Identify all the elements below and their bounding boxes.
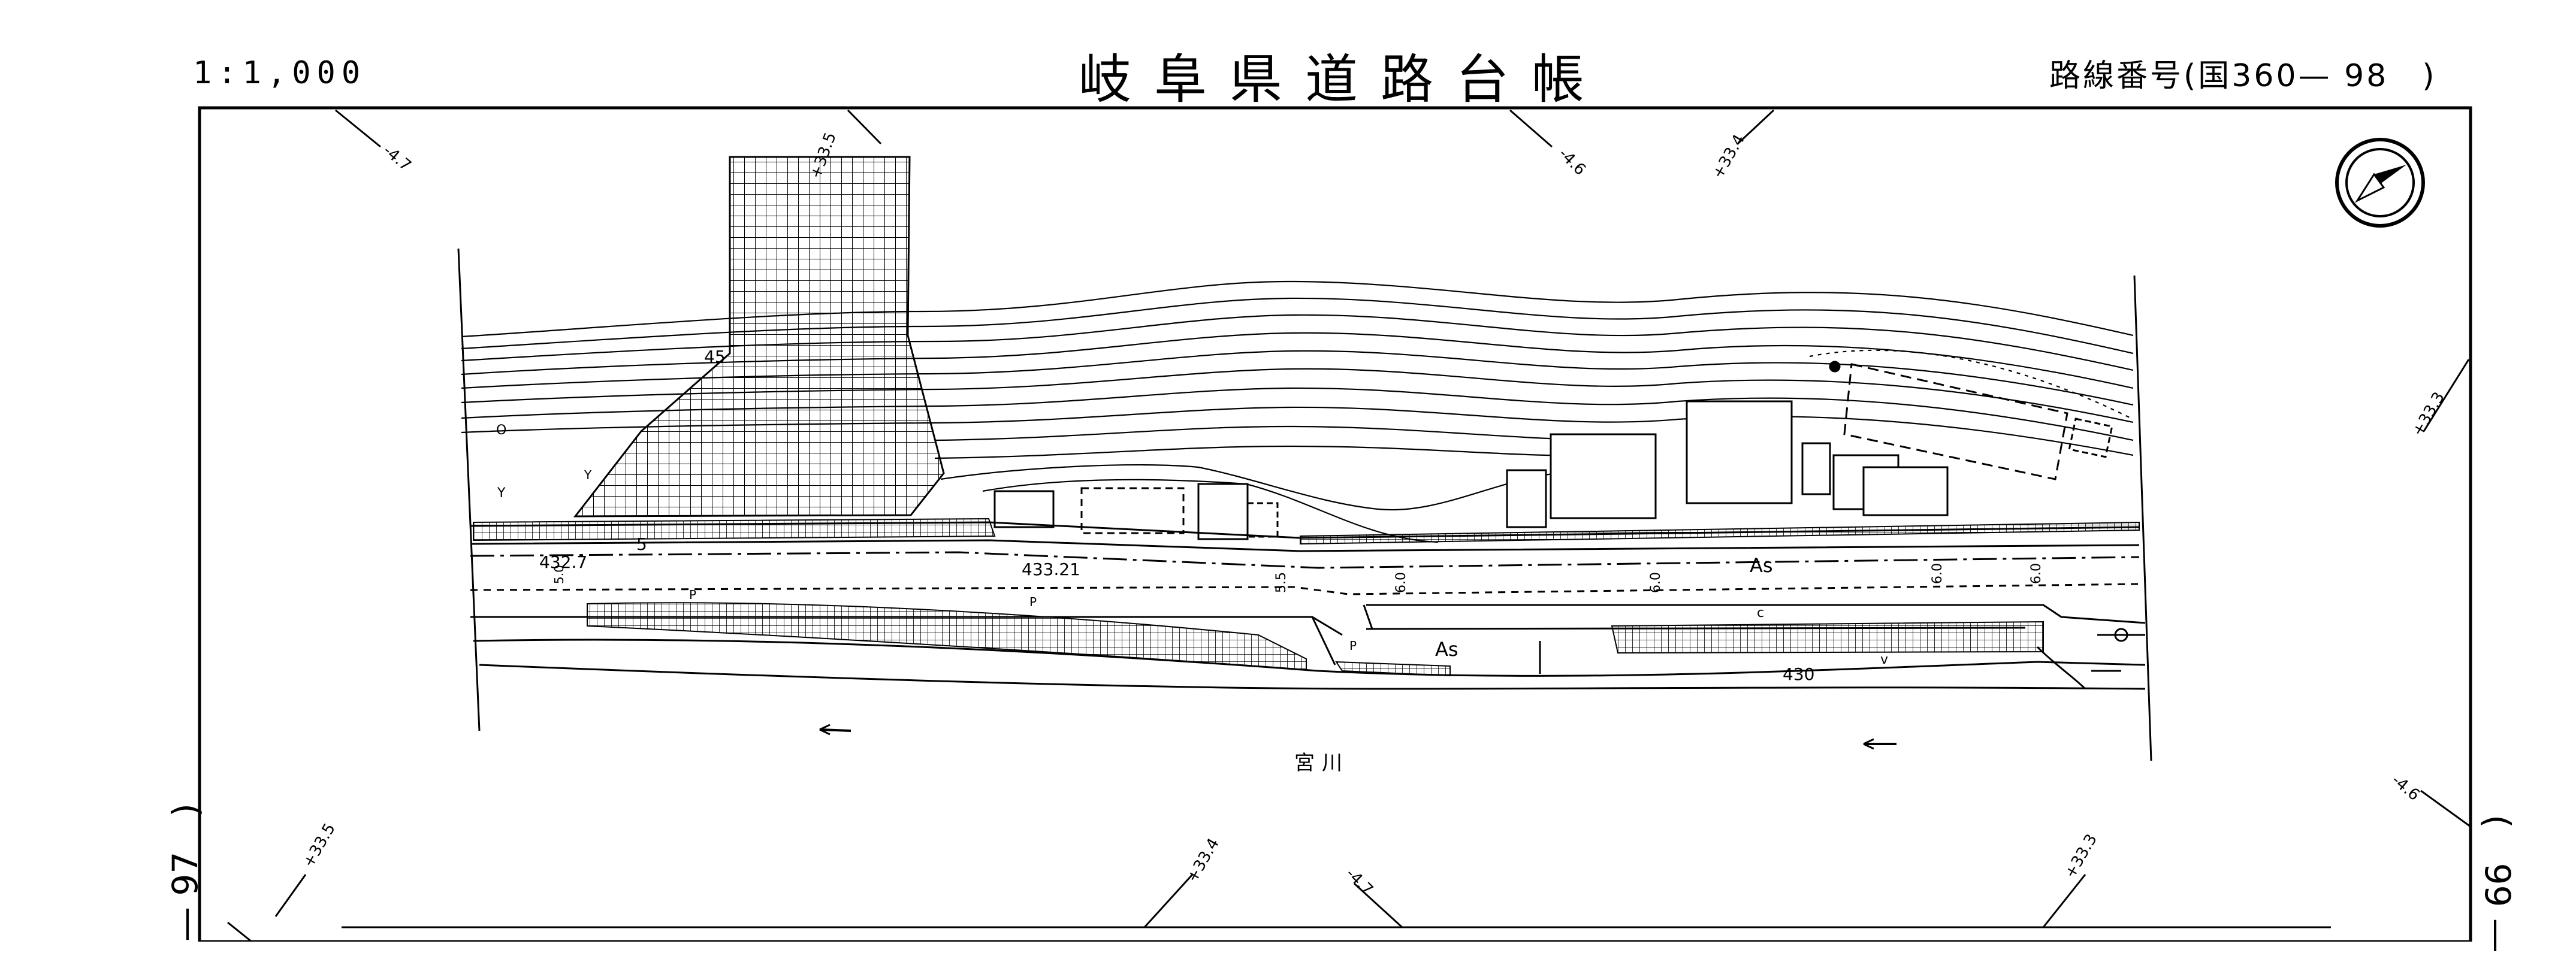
surface-label: As bbox=[1435, 638, 1458, 661]
route-number: 路線番号(国360— 98 ) bbox=[2049, 58, 2437, 94]
contour-label: 430 bbox=[1783, 664, 1814, 684]
river-banks bbox=[473, 628, 2146, 690]
buildings bbox=[993, 361, 2113, 540]
map-mark: O bbox=[496, 423, 506, 438]
grid-label: -4.6 bbox=[1555, 145, 1589, 179]
grid-label: +33.4 bbox=[1709, 131, 1748, 181]
grid-label: -4.7 bbox=[1342, 865, 1376, 899]
surface-label: As bbox=[1750, 554, 1773, 577]
map-frame bbox=[198, 106, 2472, 942]
map-labels: 45 432.7 433.21 430 As As 5.5 6.0 6.0 6.… bbox=[496, 347, 2044, 775]
grid-label: +33.3 bbox=[2061, 831, 2101, 881]
width-label: 5.5 bbox=[1274, 572, 1289, 593]
hatched-retaining-area bbox=[573, 156, 945, 518]
grid-label: +33.4 bbox=[1183, 835, 1223, 885]
river-name: 宮川 bbox=[1294, 751, 1349, 775]
road-hatching bbox=[473, 518, 2140, 677]
grid-label: +33.5 bbox=[300, 820, 339, 870]
scale-label: 1:1,000 bbox=[193, 55, 367, 91]
grid-ticks bbox=[227, 109, 2471, 942]
elevation-label: 432.7 bbox=[539, 552, 587, 572]
page-title: 岐阜県道路台帳 bbox=[1079, 49, 1608, 110]
grid-label: -4.6 bbox=[2388, 771, 2423, 804]
width-label: 6.0 bbox=[2029, 563, 2044, 584]
map-mark: Y bbox=[584, 468, 592, 482]
contour-label: 45 bbox=[704, 347, 726, 367]
width-label: 5.0 bbox=[552, 565, 566, 584]
map-mark: P bbox=[1349, 639, 1357, 653]
map-mark: Y bbox=[497, 486, 506, 501]
map-mark: P bbox=[689, 588, 696, 602]
grid-label: +33.3 bbox=[2409, 389, 2448, 439]
north-arrow-icon bbox=[2335, 138, 2425, 228]
elevation-label: 433.21 bbox=[1022, 559, 1080, 579]
width-label: 6.0 bbox=[1648, 572, 1663, 593]
map-mark: P bbox=[1029, 595, 1037, 609]
grid-label: -4.7 bbox=[380, 141, 415, 175]
flow-arrows bbox=[819, 724, 1896, 750]
map-mark: v bbox=[1880, 652, 1888, 667]
width-label: 6.0 bbox=[1394, 572, 1409, 593]
map-mark: c bbox=[1757, 606, 1764, 621]
width-label: 6.0 bbox=[1930, 563, 1945, 584]
map-mark: 5 bbox=[636, 534, 647, 554]
